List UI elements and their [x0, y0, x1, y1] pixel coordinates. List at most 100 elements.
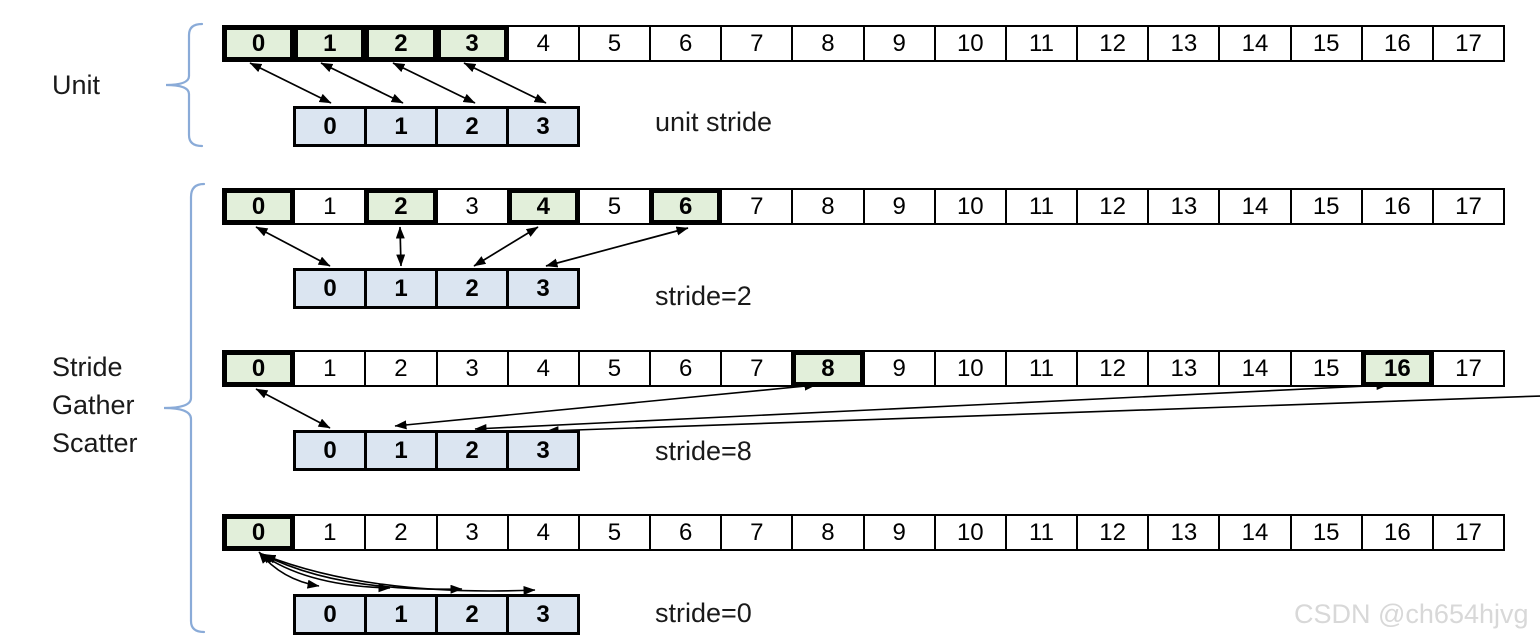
- arrow-mem6-vec3: [545, 226, 689, 268]
- memory-cell-10: 10: [933, 352, 1005, 385]
- memory-cell-11: 11: [1004, 352, 1076, 385]
- memory-cell-14: 14: [1218, 516, 1289, 549]
- caption-stride-0: stride=0: [655, 598, 752, 628]
- memory-cell-12: 12: [1076, 516, 1147, 549]
- arrow-mem4-vec2: [473, 226, 539, 267]
- vector-cell-2: 2: [435, 433, 506, 468]
- memory-cell-11: 11: [1004, 27, 1076, 60]
- memory-cell-5: 5: [577, 27, 649, 60]
- memory-cell-16: 16: [1360, 27, 1432, 60]
- memory-cell-7: 7: [720, 27, 791, 60]
- brace-unit: [165, 22, 204, 148]
- arrow-mem3-vec3: [463, 62, 547, 104]
- memory-cell-3: 3: [435, 190, 507, 223]
- memory-cell-6: 6: [649, 352, 720, 385]
- memory-cell-17: 17: [1431, 352, 1503, 385]
- memory-cell-12: 12: [1076, 27, 1147, 60]
- memory-cell-7: 7: [720, 516, 791, 549]
- memory-cell-15: 15: [1289, 27, 1361, 60]
- memory-cell-3: 3: [435, 352, 507, 385]
- memory-cell-6: 6: [649, 27, 720, 60]
- group-label-line: Gather: [52, 390, 135, 420]
- memory-cell-10: 10: [933, 190, 1005, 223]
- memory-cell-13: 13: [1147, 352, 1218, 385]
- arrow-mem0-vec2: [261, 553, 463, 594]
- memory-cell-2: 2: [364, 516, 435, 549]
- arrow-mem0-vec0: [255, 226, 331, 267]
- memory-cell-15: 15: [1289, 516, 1361, 549]
- vector-cell-3: 3: [506, 433, 577, 468]
- vector-cell-1: 1: [364, 433, 435, 468]
- memory-cell-5: 5: [577, 352, 649, 385]
- arrow-mem0-vec1: [259, 552, 391, 593]
- vector-cell-0: 0: [296, 271, 364, 306]
- memory-cell-16: 16: [1360, 190, 1432, 223]
- arrow-group-unit-stride: [249, 62, 547, 104]
- memory-cell-17: 17: [1431, 190, 1503, 223]
- caption-stride-2: stride=2: [655, 281, 752, 311]
- vector-cell-0: 0: [296, 597, 364, 632]
- vector-cell-1: 1: [364, 109, 435, 144]
- group-label-line: Stride: [52, 352, 123, 382]
- watermark: CSDN @ch654hjvg: [1294, 599, 1529, 629]
- caption-stride-8: stride=8: [655, 436, 752, 466]
- brace-stride-gather-scatter: [163, 182, 206, 634]
- memory-cell-10: 10: [933, 516, 1005, 549]
- memory-cell-16: 16: [1360, 352, 1432, 385]
- memory-cell-4: 4: [506, 27, 578, 60]
- arrow-mem1-vec1: [320, 62, 404, 104]
- memory-cell-5: 5: [577, 516, 649, 549]
- vector-cell-1: 1: [364, 271, 435, 306]
- arrow-mem0-vec0: [258, 551, 320, 589]
- memory-cell-8: 8: [791, 516, 862, 549]
- arrow-mem2-vec2: [392, 62, 476, 104]
- arrow-group-stride-2: [255, 226, 689, 268]
- memory-cell-1: 1: [293, 516, 364, 549]
- memory-cell-9: 9: [862, 190, 934, 223]
- memory-cell-0: 0: [224, 352, 294, 385]
- arrow-group-stride-8: [255, 381, 1540, 436]
- arrow-mem2-vec1: [395, 226, 406, 267]
- group-label-unit: Unit: [52, 66, 100, 104]
- memory-cell-9: 9: [862, 516, 934, 549]
- group-label-stride-gather-scatter: Stride Gather Scatter: [52, 348, 138, 462]
- memory-cell-4: 4: [506, 516, 578, 549]
- arrow-mem16-vec2: [474, 381, 1389, 433]
- memory-cell-17: 17: [1431, 27, 1503, 60]
- memory-cell-11: 11: [1004, 516, 1076, 549]
- memory-cell-6: 6: [649, 516, 720, 549]
- vector-cell-3: 3: [506, 597, 577, 632]
- memory-cell-7: 7: [720, 190, 791, 223]
- memory-cell-5: 5: [577, 190, 649, 223]
- vector-cell-3: 3: [506, 271, 577, 306]
- vector-cell-3: 3: [506, 109, 577, 144]
- memory-cell-0: 0: [224, 516, 294, 549]
- arrow-mem8-vec1: [394, 381, 817, 430]
- memory-cell-11: 11: [1004, 190, 1076, 223]
- vector-cell-1: 1: [364, 597, 435, 632]
- memory-cell-8: 8: [791, 352, 863, 385]
- arrow-offscreen-vec3: [546, 395, 1540, 436]
- memory-cell-13: 13: [1147, 27, 1218, 60]
- memory-cell-1: 1: [293, 352, 364, 385]
- arrow-mem0-vec3: [263, 554, 536, 595]
- memory-cell-9: 9: [862, 27, 934, 60]
- memory-cell-2: 2: [364, 190, 436, 223]
- caption-unit-stride: unit stride: [655, 107, 773, 137]
- memory-cell-13: 13: [1147, 190, 1218, 223]
- memory-cell-15: 15: [1289, 190, 1361, 223]
- memory-cell-14: 14: [1218, 27, 1289, 60]
- memory-cell-4: 4: [506, 352, 578, 385]
- vector-cell-0: 0: [296, 433, 364, 468]
- memory-cell-13: 13: [1147, 516, 1218, 549]
- memory-cell-17: 17: [1431, 516, 1503, 549]
- memory-cell-2: 2: [364, 27, 436, 60]
- group-label-line: Unit: [52, 70, 101, 100]
